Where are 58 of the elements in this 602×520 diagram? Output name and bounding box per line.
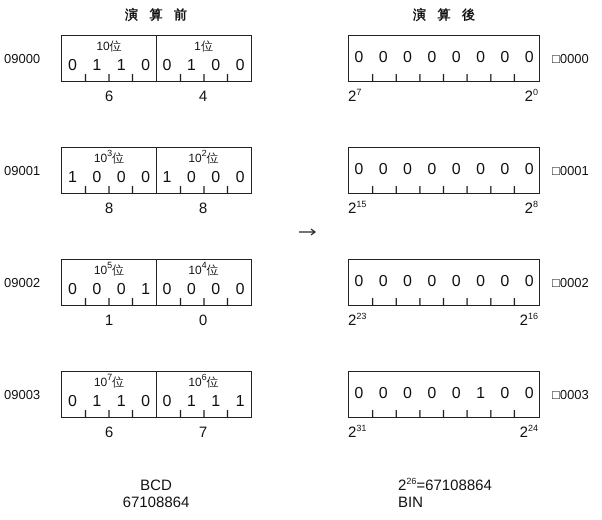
bit-values: 0 0 0 1 <box>67 281 151 299</box>
bit-values: 0 0 0 0 0 0 0 0 <box>353 161 535 179</box>
bit-values: 1 0 0 0 <box>67 169 151 187</box>
digit-place: 10位 <box>95 39 123 53</box>
bit-weight: 2$^{24}$ <box>520 424 538 441</box>
value-label: 67108864 <box>122 494 190 511</box>
bit-values: 0 1 0 0 <box>162 57 246 75</box>
decimal-digit: 4 <box>198 88 208 105</box>
bit-values: 0 0 0 0 0 1 0 0 <box>353 385 535 403</box>
digit-place: 10$^{6}$位 <box>187 375 220 389</box>
bit-weight: 2$^{8}$ <box>524 200 538 217</box>
digit-place: 10$^{5}$位 <box>92 263 126 277</box>
decimal-digit: 6 <box>104 88 114 105</box>
bit-values: 0 1 1 0 <box>67 393 151 411</box>
digit-place: 1位 <box>193 39 214 53</box>
register-address: □0003 <box>552 386 589 403</box>
format-label: BIN <box>398 494 424 511</box>
decimal-digit: 8 <box>104 200 114 217</box>
decimal-digit: 1 <box>104 312 114 329</box>
bit-weight: 2$^{0}$ <box>524 88 538 105</box>
register-address: □0001 <box>552 162 589 179</box>
decimal-digit: 6 <box>104 424 114 441</box>
register-box <box>61 371 252 418</box>
register-box <box>61 259 252 306</box>
register-address: □0000 <box>552 50 589 67</box>
digit-place: 10$^{4}$位 <box>187 263 220 277</box>
register-box <box>348 147 540 194</box>
bit-weight: 2$^{31}$ <box>348 424 366 441</box>
decimal-digit: 0 <box>198 312 208 329</box>
bit-values: 0 0 0 0 <box>162 281 246 299</box>
register-address: 09001 <box>4 162 40 179</box>
register-box <box>61 35 252 82</box>
bit-values: 0 0 0 0 0 0 0 0 <box>353 273 535 291</box>
register-address: 09002 <box>4 274 40 291</box>
bit-weight: 2$^{7}$ <box>348 88 362 105</box>
format-label: BCD <box>139 477 173 494</box>
digit-place: 10$^{2}$位 <box>187 151 220 165</box>
bit-values: 0 1 1 0 <box>67 57 151 75</box>
bit-values: 0 1 1 1 <box>162 393 246 411</box>
section-heading: 演 算 前 <box>124 6 188 23</box>
digit-place: 10$^{7}$位 <box>92 375 126 389</box>
bit-values: 1 0 0 0 <box>162 169 246 187</box>
section-heading: 演 算 後 <box>412 6 476 23</box>
digit-place: 10$^{3}$位 <box>92 151 126 165</box>
bit-weight: 2$^{15}$ <box>348 200 366 217</box>
register-box <box>348 35 540 82</box>
value-label: 2$^{26}$=67108864 <box>398 477 492 494</box>
register-address: 09003 <box>4 386 40 403</box>
bit-weight: 2$^{23}$ <box>348 312 366 329</box>
register-box <box>61 147 252 194</box>
register-address: □0002 <box>552 274 589 291</box>
register-address: 09000 <box>4 50 40 67</box>
register-box <box>348 259 540 306</box>
bit-values: 0 0 0 0 0 0 0 0 <box>353 49 535 67</box>
decimal-digit: 8 <box>198 200 208 217</box>
bit-weight: 2$^{16}$ <box>520 312 538 329</box>
register-box <box>348 371 540 418</box>
decimal-digit: 7 <box>198 424 208 441</box>
